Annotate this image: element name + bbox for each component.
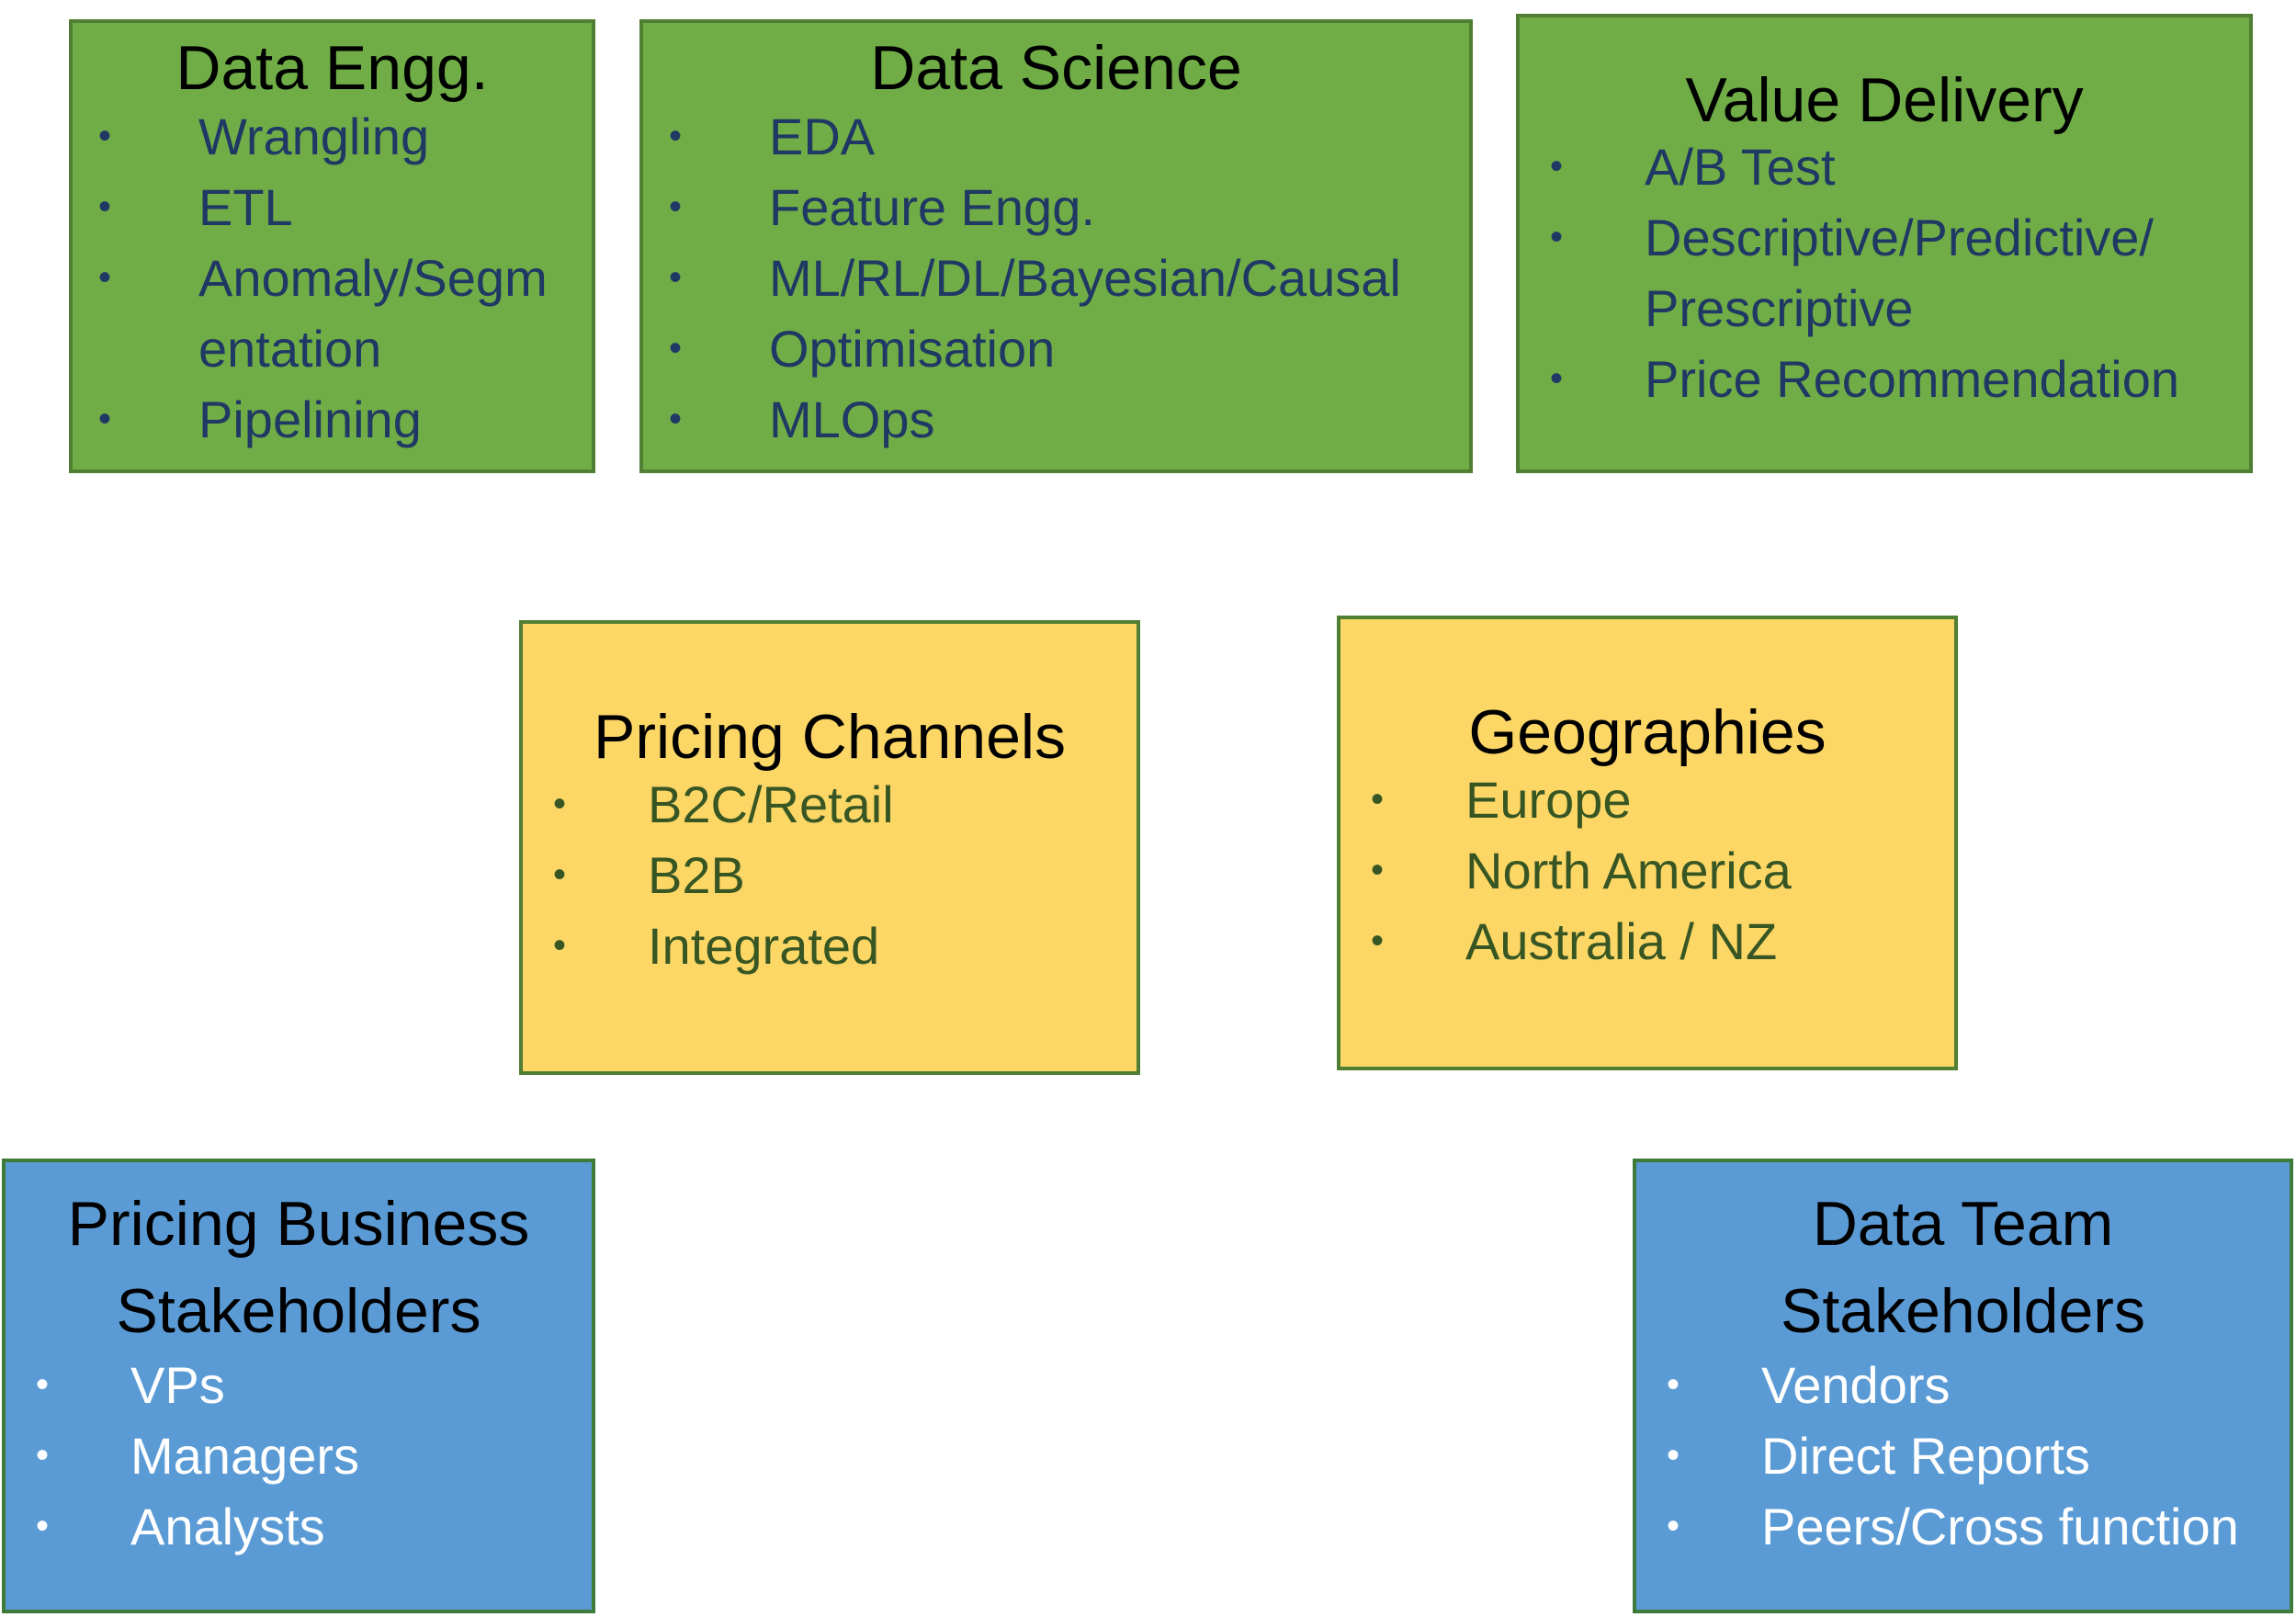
bullet-icon: • [669, 115, 683, 156]
bullet-icon: • [1667, 1364, 1680, 1406]
list-item: •Descriptive/Predictive/ [1520, 202, 2249, 273]
box-title: Pricing Business Stakeholders [6, 1181, 592, 1355]
item-list: •Vendors •Direct Reports •Peers/Cross fu… [1636, 1350, 2290, 1562]
list-item: •Australia / NZ [1340, 906, 1954, 977]
box-title: Data Team Stakeholders [1636, 1181, 2290, 1355]
list-item: •North America [1340, 835, 1954, 906]
bullet-icon: • [98, 115, 112, 156]
list-item: •Peers/Cross function [1636, 1491, 2290, 1562]
bullet-icon: • [669, 186, 683, 227]
bullet-icon: • [36, 1435, 50, 1476]
box-title-line: Stakeholders [1781, 1276, 2145, 1347]
list-item: •VPs [6, 1350, 592, 1420]
value-delivery-box: Value Delivery •A/B Test •Descriptive/Pr… [1516, 14, 2253, 473]
item-list: •B2C/Retail •B2B •Integrated [523, 769, 1137, 981]
list-item-continuation: Prescriptive [1645, 278, 1914, 337]
bullet-icon: • [36, 1364, 50, 1406]
bullet-icon: • [98, 256, 112, 298]
box-title-line: Stakeholders [116, 1276, 481, 1347]
bullet-icon: • [1371, 778, 1385, 820]
list-item: •Direct Reports [1636, 1420, 2290, 1491]
list-item: •Europe [1340, 764, 1954, 835]
item-list: •Europe •North America •Australia / NZ [1340, 764, 1954, 977]
bullet-icon: • [1550, 357, 1564, 399]
data-engg-box: Data Engg. •Wrangling •ETL •Anomaly/Segm… [69, 19, 595, 473]
box-title: Data Science [870, 33, 1242, 103]
list-item: •Anomaly/Segm [73, 243, 592, 313]
bullet-icon: • [1371, 849, 1385, 890]
bullet-icon: • [1550, 216, 1564, 257]
list-item: •ML/RL/DL/Bayesian/Causal [643, 243, 1469, 313]
list-item: •A/B Test [1520, 131, 2249, 202]
bullet-icon: • [98, 186, 112, 227]
box-title: Geographies [1468, 697, 1827, 767]
box-title: Data Engg. [175, 33, 489, 103]
list-item: •Integrated [523, 910, 1137, 981]
bullet-icon: • [553, 854, 567, 895]
list-item: •Managers [6, 1420, 592, 1491]
bullet-icon: • [553, 924, 567, 966]
box-title-line: Pricing Business [67, 1189, 530, 1259]
list-item: •ETL [73, 172, 592, 243]
list-item: •B2C/Retail [523, 769, 1137, 840]
list-item: •EDA [643, 101, 1469, 172]
bullet-icon: • [1667, 1435, 1680, 1476]
pricing-channels-box: Pricing Channels •B2C/Retail •B2B •Integ… [519, 620, 1140, 1075]
bullet-icon: • [1550, 145, 1564, 187]
bullet-icon: • [1371, 920, 1385, 961]
list-item-continuation: entation [198, 319, 382, 378]
item-list: •EDA •Feature Engg. •ML/RL/DL/Bayesian/C… [643, 101, 1469, 455]
list-item: •Optimisation [643, 313, 1469, 384]
list-item: •Price Recommendation [1520, 344, 2249, 414]
bullet-icon: • [553, 783, 567, 824]
list-item: •Vendors [1636, 1350, 2290, 1420]
geographies-box: Geographies •Europe •North America •Aust… [1337, 616, 1958, 1070]
list-item: •Feature Engg. [643, 172, 1469, 243]
box-title: Value Delivery [1685, 65, 2084, 135]
item-list: •Wrangling •ETL •Anomaly/Segm entation •… [73, 101, 592, 455]
bullet-icon: • [669, 256, 683, 298]
list-item: •Wrangling [73, 101, 592, 172]
bullet-icon: • [36, 1506, 50, 1547]
list-item: •B2B [523, 840, 1137, 910]
data-team-stakeholders-box: Data Team Stakeholders •Vendors •Direct … [1633, 1159, 2293, 1613]
list-item: •MLOps [643, 384, 1469, 455]
pricing-business-stakeholders-box: Pricing Business Stakeholders •VPs •Mana… [2, 1159, 595, 1613]
bullet-icon: • [1667, 1506, 1680, 1547]
box-title-line: Data Team [1812, 1189, 2114, 1259]
bullet-icon: • [669, 398, 683, 439]
box-title: Pricing Channels [593, 702, 1067, 772]
bullet-icon: • [669, 327, 683, 368]
bullet-icon: • [98, 398, 112, 439]
list-item: •Pipelining [73, 384, 592, 455]
data-science-box: Data Science •EDA •Feature Engg. •ML/RL/… [639, 19, 1473, 473]
item-list: •VPs •Managers •Analysts [6, 1350, 592, 1562]
list-item: •Analysts [6, 1491, 592, 1562]
item-list: •A/B Test •Descriptive/Predictive/ Presc… [1520, 131, 2249, 414]
